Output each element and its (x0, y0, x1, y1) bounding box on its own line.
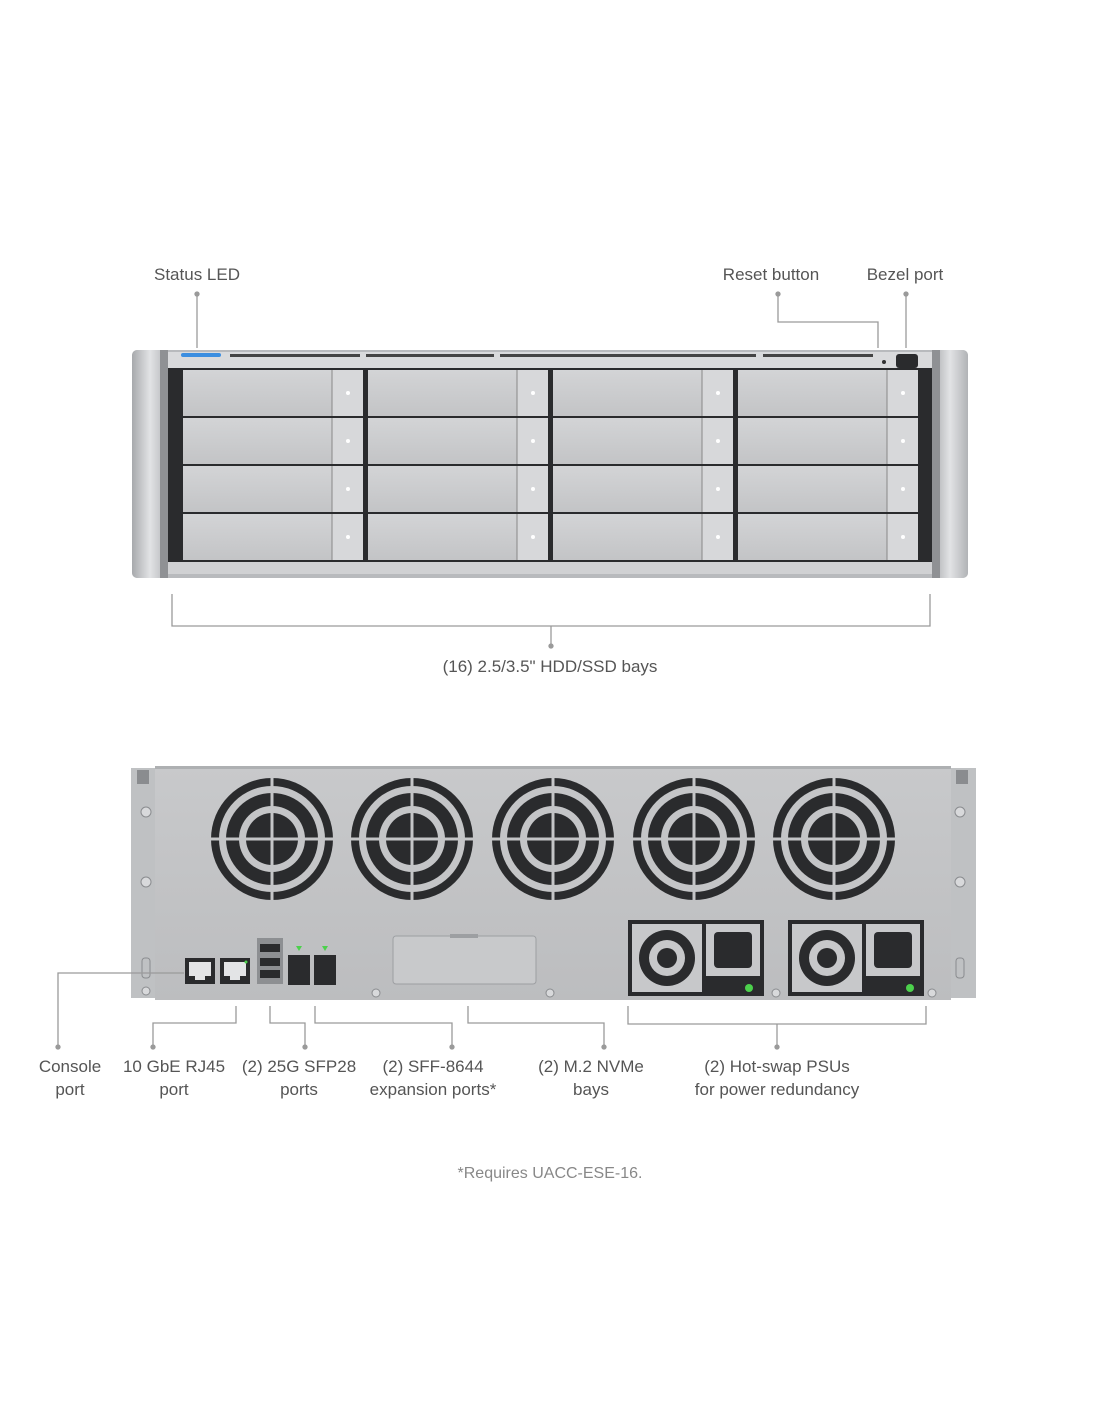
rear-ports (185, 934, 537, 985)
fan (351, 778, 473, 900)
fans (211, 778, 895, 900)
reset-button-label: Reset button (722, 265, 820, 284)
fan (211, 778, 333, 900)
rear-leader-lines (55, 972, 927, 1050)
footnote: *Requires UACC-ESE-16. (457, 1165, 643, 1182)
drive-bays-label: (16) 2.5/3.5" HDD/SSD bays (442, 657, 658, 676)
fan (492, 778, 614, 900)
psus (628, 920, 924, 996)
console-port-shape (185, 958, 215, 984)
status-led-bar (181, 353, 221, 357)
drive-bays (183, 370, 918, 560)
psu (628, 920, 764, 996)
fan (773, 778, 895, 900)
front-leader-lines (171, 291, 931, 649)
bezel-port-label: Bezel port (866, 265, 944, 284)
small-port-stack (257, 938, 283, 984)
rj45-port-shape (220, 958, 250, 984)
status-led-label: Status LED (154, 265, 240, 284)
m2-bay-cover (392, 935, 537, 985)
fan (633, 778, 755, 900)
psu (788, 920, 924, 996)
sfp-ports-shape (288, 946, 336, 985)
bezel-port-shape (896, 354, 918, 368)
